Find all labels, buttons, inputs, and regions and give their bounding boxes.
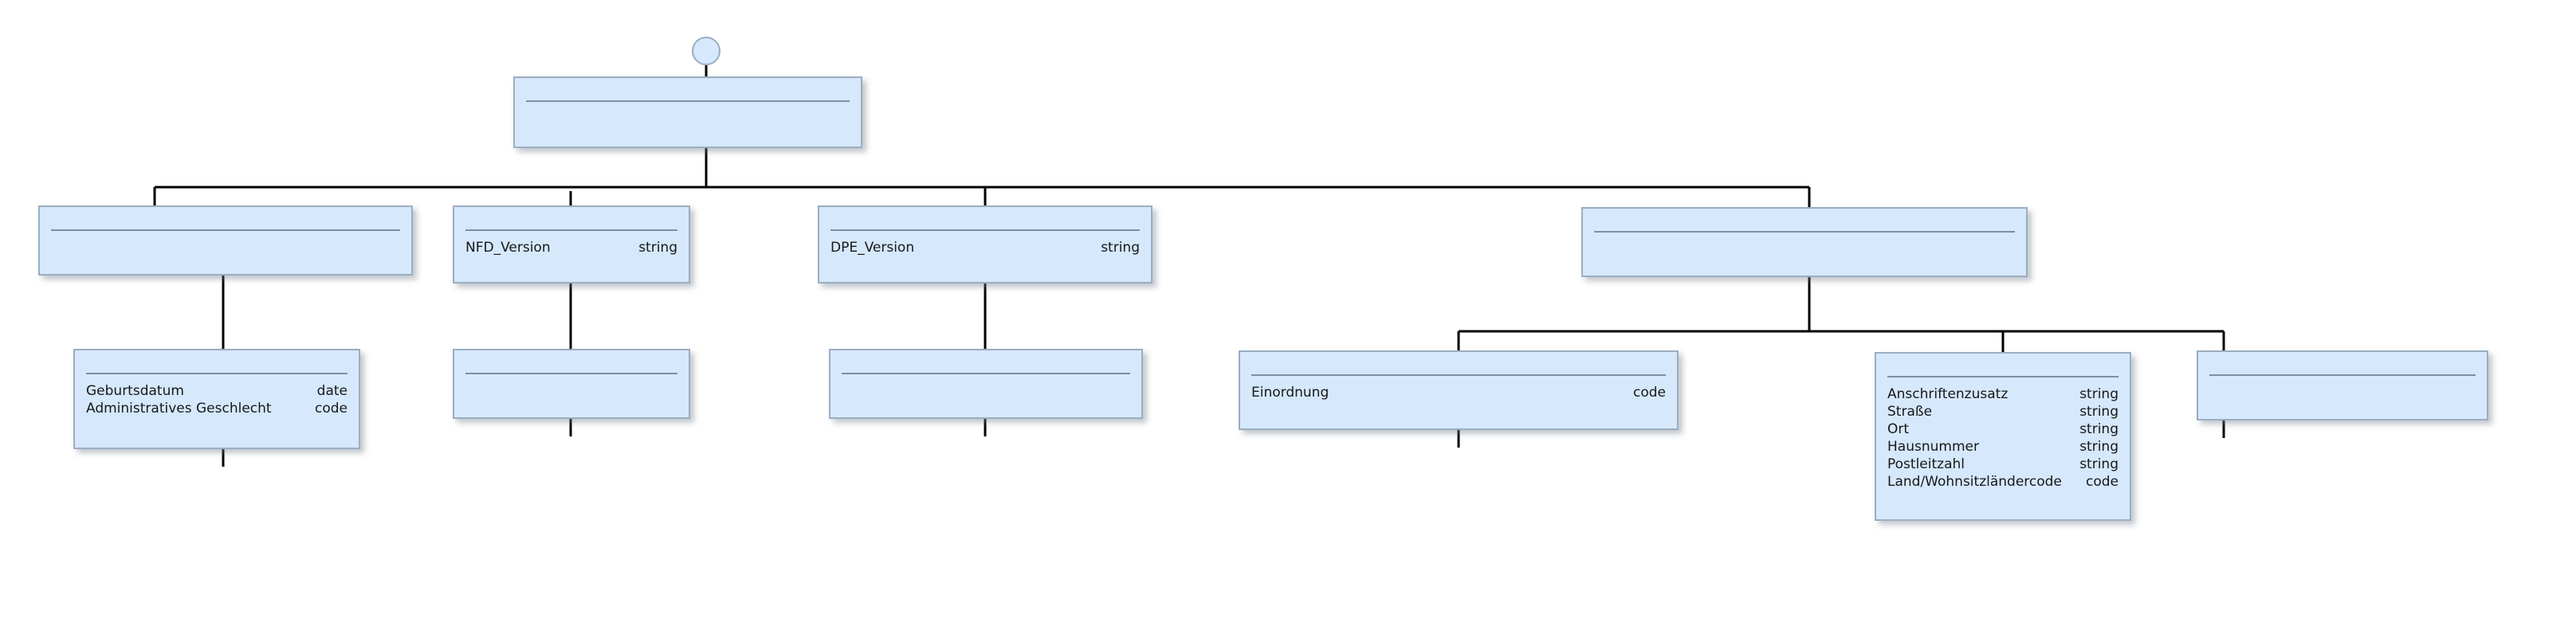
attribute-name: Einordnung	[1251, 385, 1329, 401]
class-node-datensatz-dpe[interactable]: DPE_Version string	[818, 205, 1153, 284]
attribute-row: DPE_Version string	[831, 239, 1140, 256]
class-node-title	[515, 78, 861, 100]
class-node-attributes	[1583, 233, 2026, 241]
class-node-divider	[831, 229, 1140, 231]
class-node-attributes	[515, 102, 861, 110]
attribute-type: code	[315, 401, 348, 417]
class-node-wiederverwendbare[interactable]	[1581, 207, 2028, 277]
class-node-attributes: DPE_Version string	[819, 231, 1151, 256]
class-node-divider	[2209, 374, 2476, 376]
class-node-divider	[1887, 376, 2119, 377]
class-node-attributes	[40, 231, 411, 239]
class-node-divider	[1594, 231, 2015, 233]
attribute-name: Administratives Geschlecht	[86, 401, 272, 417]
attribute-type: string	[2079, 439, 2119, 455]
class-node-divider	[86, 373, 348, 374]
class-node-title	[819, 207, 1151, 229]
attribute-row: Postleitzahl string	[1887, 456, 2119, 473]
attribute-name: Hausnummer	[1887, 439, 1979, 455]
attribute-type: string	[638, 240, 677, 256]
start-circle-connector	[692, 37, 721, 65]
attribute-type: code	[2086, 474, 2119, 490]
class-node-nfd[interactable]	[453, 349, 690, 419]
attribute-name: Postleitzahl	[1887, 456, 1965, 472]
class-node-divider	[1251, 374, 1666, 376]
attribute-row: Geburtsdatum date	[86, 382, 348, 400]
attribute-type: string	[1101, 240, 1140, 256]
class-node-divider	[842, 373, 1130, 374]
attribute-name: Land/Wohnsitzländercode	[1887, 474, 2062, 490]
class-node-kommunikationsdaten[interactable]	[2197, 350, 2488, 420]
class-node-attributes: NFD_Version string	[454, 231, 689, 256]
attribute-name: DPE_Version	[831, 240, 915, 256]
attribute-type: string	[2079, 421, 2119, 437]
attribute-row: Ort string	[1887, 420, 2119, 438]
class-node-title	[454, 207, 689, 229]
class-node-attributes	[831, 374, 1141, 382]
attribute-row: Hausnummer string	[1887, 438, 2119, 456]
attribute-row: Land/Wohnsitzländercode code	[1887, 473, 2119, 491]
attribute-name: NFD_Version	[465, 240, 551, 256]
class-node-title	[1583, 209, 2026, 231]
class-node-divider	[465, 373, 677, 374]
class-node-title	[2198, 352, 2487, 374]
class-node-title	[75, 350, 359, 373]
class-node-title	[831, 350, 1141, 373]
class-node-title	[1240, 352, 1677, 374]
attribute-type: string	[2079, 456, 2119, 472]
class-node-diagnostizierende[interactable]: Einordnung code	[1239, 350, 1679, 430]
class-node-attributes	[2198, 376, 2487, 384]
attribute-type: string	[2079, 404, 2119, 420]
class-node-attributes: Einordnung code	[1240, 376, 1677, 401]
class-node-title	[454, 350, 689, 373]
attribute-row: Anschriftenzusatz string	[1887, 385, 2119, 403]
attribute-name: Anschriftenzusatz	[1887, 386, 2009, 402]
attribute-row: Einordnung code	[1251, 384, 1666, 401]
class-node-title	[40, 207, 411, 229]
class-node-root[interactable]	[513, 76, 862, 148]
class-node-metadaten[interactable]	[38, 205, 413, 276]
attribute-type: code	[1633, 385, 1666, 401]
class-node-divider	[51, 229, 400, 231]
class-node-persoenliche-erklaerungen[interactable]	[829, 349, 1143, 419]
class-node-divider	[526, 100, 850, 102]
class-node-attributes	[454, 374, 689, 382]
class-node-divider	[465, 229, 677, 231]
attribute-type: string	[2079, 386, 2119, 402]
attribute-row: Straße string	[1887, 403, 2119, 420]
attribute-type: date	[316, 383, 348, 399]
attribute-name: Straße	[1887, 404, 1933, 420]
attribute-name: Ort	[1887, 421, 1910, 437]
attribute-row: Administratives Geschlecht code	[86, 400, 348, 417]
attribute-row: NFD_Version string	[465, 239, 677, 256]
class-node-title	[1876, 354, 2130, 376]
class-node-notfalldatensatz[interactable]: NFD_Version string	[453, 205, 690, 284]
attribute-name: Geburtsdatum	[86, 383, 184, 399]
